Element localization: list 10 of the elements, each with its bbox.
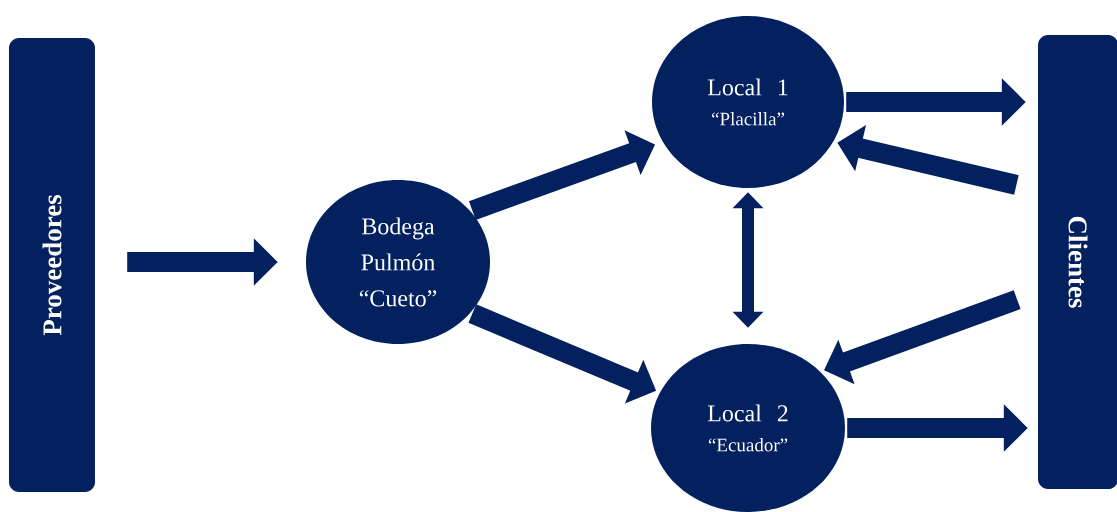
side-bar — [1038, 35, 1117, 489]
circle-node — [651, 344, 845, 512]
circle-node — [306, 180, 490, 344]
node-label: Local 1 “Placilla” — [707, 78, 788, 126]
circle-node — [652, 16, 844, 188]
side-bar — [9, 38, 95, 492]
node-label: Local 2 “Ecuador” — [707, 404, 788, 452]
node-label: Proveedores — [42, 194, 62, 336]
node-label: Clientes — [1068, 216, 1088, 308]
node-label: Bodega Pulmón “Cueto” — [359, 217, 437, 307]
